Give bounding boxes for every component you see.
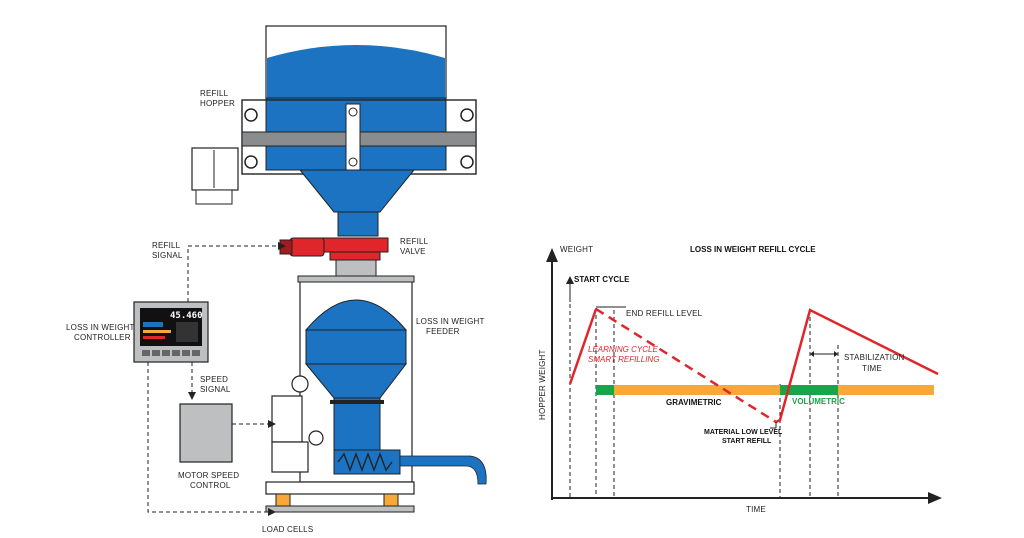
level-sensor-base (195, 189, 233, 205)
hopper-cone (298, 169, 416, 213)
machine-illustration: 45.460 REFILL HOPPER (66, 25, 487, 534)
learning-cycle-descent (595, 307, 777, 424)
refill-hopper-label: REFILL (200, 89, 229, 98)
stabilization-time-label: TIME (862, 364, 882, 373)
stabilization-label: STABILIZATION (844, 353, 905, 362)
controller-readout: 45.460 (170, 311, 203, 321)
gravimetric-bar (596, 385, 934, 395)
feeder-label: FEEDER (426, 327, 460, 336)
y-label-top: WEIGHT (560, 245, 593, 254)
speed-signal-label: SPEED (200, 375, 228, 384)
y-axis-arrow (546, 248, 558, 262)
controller-label: CONTROLLER (74, 333, 131, 342)
hopper-top-fill (267, 45, 445, 98)
learning-cycle-rise (568, 308, 598, 385)
refill-hopper-label: HOPPER (200, 99, 235, 108)
load-cells-label: LOAD CELLS (262, 525, 313, 534)
level-sensor (191, 147, 239, 191)
controller-buttons (142, 350, 200, 356)
feeder-band (330, 400, 384, 404)
refill-signal-label: SIGNAL (152, 251, 183, 260)
volumetric-segment (780, 385, 838, 395)
y-axis-label: HOPPER WEIGHT (538, 349, 547, 420)
discharge-tube (399, 455, 487, 485)
refill-valve-flange (329, 251, 381, 261)
phase-markers (569, 290, 839, 498)
feeder-label: LOSS IN WEIGHT (416, 317, 485, 326)
start-refill-label: START REFILL (722, 438, 772, 445)
feeder-body (305, 329, 407, 365)
refill-valve-label: VALVE (400, 247, 426, 256)
screw-auger (337, 452, 393, 472)
gravimetric-label: GRAVIMETRIC (666, 398, 722, 407)
motor-gearbox (271, 441, 309, 473)
clamp-bolt (348, 107, 358, 117)
motor-body (271, 395, 303, 443)
valve-actuator (289, 237, 325, 257)
start-cycle-label: START CYCLE (574, 275, 630, 284)
frame-bolt (244, 108, 258, 122)
valve-outlet (335, 259, 377, 277)
signal-lines (147, 245, 278, 513)
refill-cycle-chart: WEIGHT LOSS IN WEIGHT REFILL CYCLE START… (538, 245, 942, 514)
frame-bolt (460, 108, 474, 122)
material-low-label: MATERIAL LOW LEVEL (704, 429, 783, 436)
x-axis-arrow (928, 492, 942, 504)
frame-bolt (460, 155, 474, 169)
refill-signal-label: REFILL (152, 241, 181, 250)
green-segment-start (596, 385, 614, 395)
speed-signal-label: SIGNAL (200, 385, 231, 394)
load-cell (275, 493, 291, 507)
load-cell (383, 493, 399, 507)
hopper-neck (337, 211, 379, 237)
end-refill-level-label: END REFILL LEVEL (626, 309, 703, 318)
controller-label: LOSS IN WEIGHT (66, 323, 135, 332)
screw-housing (333, 449, 401, 475)
feeder-dome (304, 299, 408, 331)
motor-speed-control-label: MOTOR SPEED (178, 471, 239, 480)
frame-bolt (244, 155, 258, 169)
base-plate (265, 505, 415, 513)
motor-speed-control-box (179, 403, 233, 463)
signal-arrowheads (188, 242, 286, 516)
feeder-lid (297, 275, 415, 283)
feeder-base (265, 481, 415, 495)
smart-refilling-label: SMART REFILLING (588, 355, 659, 364)
motor-speed-control-label: CONTROL (190, 481, 231, 490)
refill-valve-label: REFILL (400, 237, 429, 246)
x-axis-label: TIME (746, 505, 766, 514)
chart-title: LOSS IN WEIGHT REFILL CYCLE (690, 245, 816, 254)
feeder-column (333, 397, 381, 451)
start-cycle-arrow (566, 276, 574, 284)
volumetric-label: VOLUMETRIC (792, 397, 845, 406)
smart-refill-curve (775, 308, 939, 424)
learning-cycle-label: LEARNING CYCLE (588, 345, 658, 354)
motor-bolt (308, 430, 324, 446)
motor-bolt (291, 375, 309, 393)
clamp-bolt (348, 157, 358, 167)
refill-valve-body (321, 237, 389, 253)
